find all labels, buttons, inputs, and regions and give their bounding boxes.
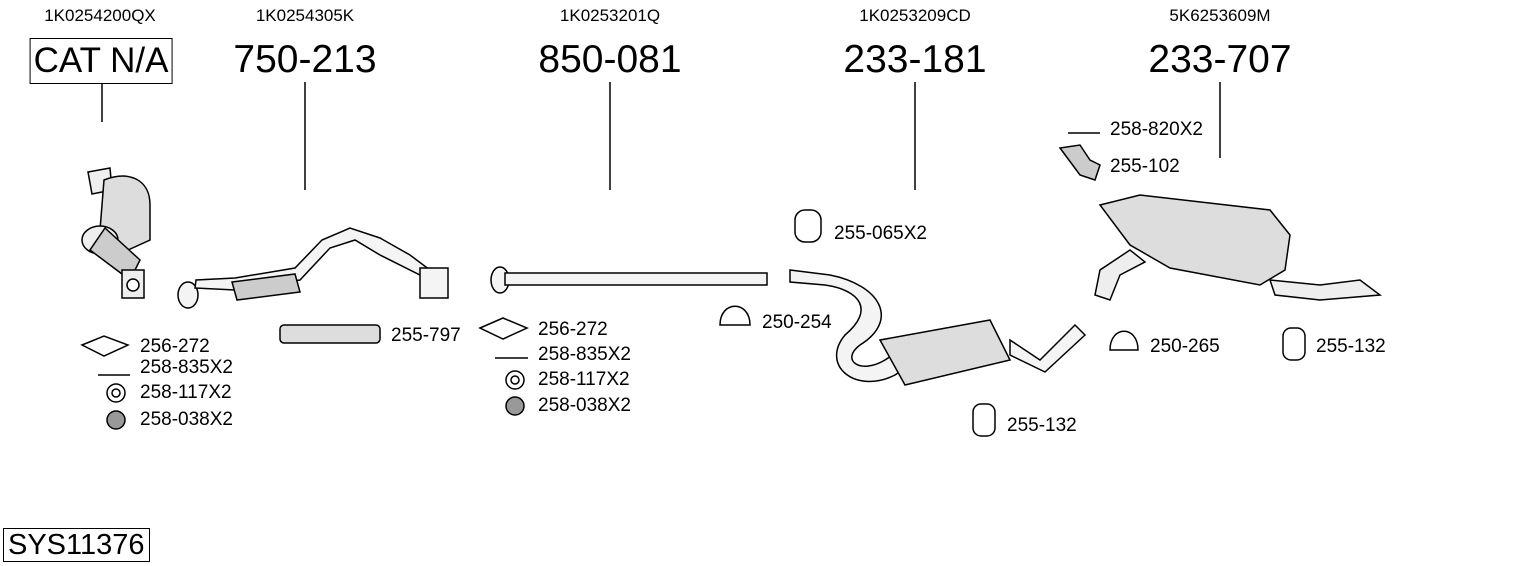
rubber-mount-icon <box>1282 327 1306 361</box>
fitting-label[interactable]: 255-797 <box>391 325 461 346</box>
leader-lines <box>101 82 1221 190</box>
front-pipe-drawing <box>177 227 449 344</box>
fitting-label[interactable]: 250-254 <box>762 312 832 333</box>
fitting-label[interactable]: 255-132 <box>1316 336 1386 357</box>
fitting-label[interactable]: 258-038X2 <box>140 409 233 430</box>
system-id: SYS11376 <box>3 528 150 562</box>
fitting-label[interactable]: 258-038X2 <box>538 395 631 416</box>
fitting-label[interactable]: 250-265 <box>1150 336 1220 357</box>
fitting-label[interactable]: 255-132 <box>1007 415 1077 436</box>
clamp-icon <box>719 305 751 326</box>
rear-silencer-drawing <box>1094 194 1383 301</box>
clamp-icon <box>1109 330 1139 351</box>
part-number[interactable]: 850-081 <box>538 38 682 81</box>
fitting-label[interactable]: 258-820X2 <box>1110 119 1203 140</box>
fitting-label[interactable]: 256-272 <box>140 336 210 357</box>
fitting-label[interactable]: 258-117X2 <box>140 382 232 403</box>
part-number[interactable]: 233-181 <box>843 38 987 81</box>
fitting-label[interactable]: 256-272 <box>538 319 608 340</box>
center-silencer-drawing <box>789 269 1087 386</box>
oe-number: 1K0253201Q <box>559 6 661 25</box>
oe-number: 1K0254305K <box>255 6 355 25</box>
part-number[interactable]: 750-213 <box>233 38 377 81</box>
rubber-mount-icon <box>972 403 996 437</box>
middle-pipe-drawing <box>490 266 768 294</box>
nut-icon <box>106 410 126 430</box>
fitting-icons <box>80 132 1306 437</box>
part-number[interactable]: 233-707 <box>1148 38 1292 81</box>
fitting-label[interactable]: 258-835X2 <box>538 344 631 365</box>
rubber-mount-icon <box>794 209 822 243</box>
gasket-icon <box>478 317 529 340</box>
part-number-cat[interactable]: CAT N/A <box>29 38 173 84</box>
gasket-icon <box>80 335 130 357</box>
oe-number: 5K6253609M <box>1169 6 1271 25</box>
oe-number: 1K0254200QX <box>44 6 156 25</box>
oe-number: 1K0253209CD <box>859 6 971 25</box>
fitting-label[interactable]: 255-065X2 <box>834 223 927 244</box>
fitting-label[interactable]: 255-102 <box>1110 156 1180 177</box>
fitting-label[interactable]: 258-835X2 <box>140 357 233 378</box>
bracket-icon <box>1058 144 1101 181</box>
nut-icon <box>505 396 525 416</box>
fitting-label[interactable]: 258-117X2 <box>538 369 630 390</box>
catalytic-converter-drawing <box>81 167 151 299</box>
